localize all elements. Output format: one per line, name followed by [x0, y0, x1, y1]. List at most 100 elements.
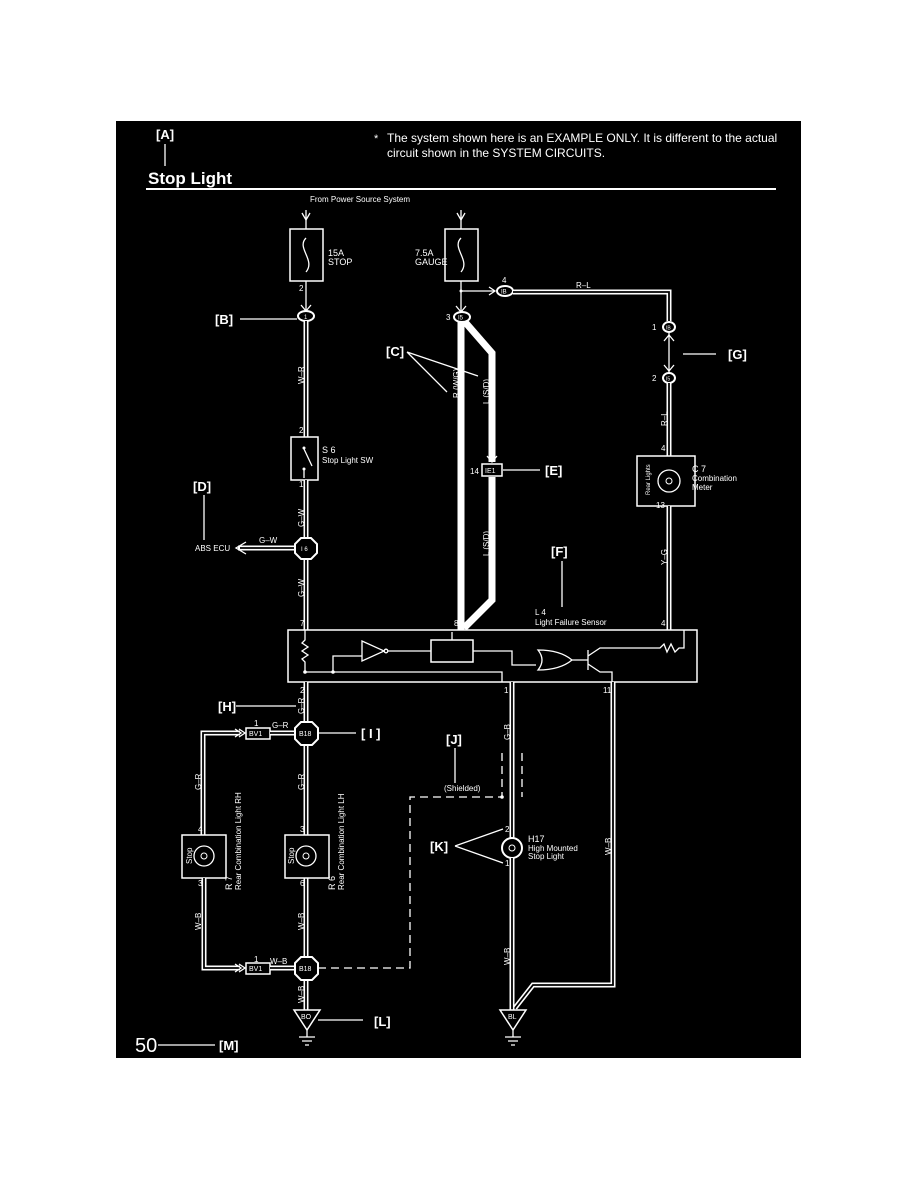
fuse-7-5a-name: GAUGE	[415, 257, 448, 267]
power-source-label: From Power Source System	[310, 195, 410, 204]
connector-g-bottom-id: I5	[666, 377, 670, 383]
wire-g-b: G–B	[503, 724, 512, 740]
wire-g-r-center: G–R	[297, 773, 306, 790]
connector-ib-pin: 4	[502, 276, 507, 285]
wire-g-r-bv1: G–R	[272, 721, 289, 730]
wire-g-w-2: G–W	[297, 578, 306, 597]
l4-pin-4: 4	[661, 619, 666, 628]
wire-g-r-h: G–R	[297, 697, 306, 714]
wire-g-w-1: G–W	[297, 508, 306, 527]
c7-name-2: Meter	[692, 483, 713, 492]
s6-name: Stop Light SW	[322, 456, 374, 465]
c7-name-1: Combination	[692, 474, 737, 483]
h17-name-1: High Mounted	[528, 844, 578, 853]
wire-w-b-h17: W–B	[503, 948, 512, 965]
r6-code: R 6	[327, 876, 337, 890]
bv1-top-pin: 1	[254, 719, 259, 728]
c7-code: C 7	[692, 464, 706, 474]
junction-b18-bottom-id: B18	[299, 966, 312, 973]
callout-e: [E]	[545, 463, 562, 478]
r7-pin-bottom: 3	[198, 879, 203, 888]
callout-m: [M]	[219, 1038, 239, 1053]
note-line-2: circuit shown in the SYSTEM CIRCUITS.	[387, 146, 605, 160]
ground-bl-id: BL	[508, 1014, 517, 1021]
page-title: Stop Light	[148, 169, 232, 188]
h17-code: H17	[528, 834, 545, 844]
wire-r-l-side: R–L	[660, 411, 669, 426]
wire-y-g: Y–G	[660, 549, 669, 565]
wire-w-r: W–R	[297, 366, 306, 384]
callout-l: [L]	[374, 1014, 391, 1029]
callout-c: [C]	[386, 344, 404, 359]
s6-code: S 6	[322, 445, 336, 455]
bv1-bottom-pin: 1	[254, 955, 259, 964]
fuse-7-5a-rating: 7.5A	[415, 248, 434, 258]
r6-inner: Stop	[287, 847, 296, 864]
wire-w-b-right: W–B	[604, 838, 613, 855]
wire-w-b-ground: W–B	[297, 986, 306, 1003]
l4-pin-8: 8	[454, 619, 459, 628]
wire-l-sd-2: L (S/D)	[482, 531, 491, 556]
wire-g-w-abs: G–W	[259, 536, 278, 545]
note-mark: *	[374, 133, 379, 145]
ground-bo-id: BO	[301, 1014, 312, 1021]
callout-g: [G]	[728, 347, 747, 362]
r6-pin-bottom: 6	[300, 879, 305, 888]
callout-j: [J]	[446, 732, 462, 747]
r7-code: R 7	[224, 876, 234, 890]
connector-g-top-id: IB	[666, 326, 671, 332]
s6-pin-bottom: 1	[299, 480, 304, 489]
wire-l-sd: L (S/D)	[482, 379, 491, 404]
l4-pin-11: 11	[603, 686, 612, 695]
connector-b-pin: 1	[304, 315, 308, 321]
bv1-bottom-id: BV1	[249, 966, 262, 973]
connector-g-top	[662, 321, 676, 333]
wire-w-b-center: W–B	[297, 913, 306, 930]
connector-ie1-id: IE1	[485, 468, 496, 475]
c7-inner-label: Rear Lights	[646, 464, 652, 495]
r7-name: Rear Combination Light RH	[234, 792, 243, 890]
abs-ecu-label: ABS ECU	[195, 544, 230, 553]
wire-r-l-top: R–L	[576, 281, 591, 290]
connector-g-top-pin: 1	[652, 323, 657, 332]
r7-pin-top: 4	[198, 825, 203, 834]
l4-name: Light Failure Sensor	[535, 618, 607, 627]
page-number: 50	[135, 1035, 157, 1057]
c7-pin-top: 4	[661, 444, 666, 453]
r6-pin-top: 3	[300, 825, 305, 834]
h17-name-2: Stop Light	[528, 852, 565, 861]
wire-w-b-left: W–B	[194, 913, 203, 930]
fuse-15a-name: STOP	[328, 257, 352, 267]
r7-inner: Stop	[185, 847, 194, 864]
junction-i6-id: I 6	[301, 547, 308, 553]
ground-bl	[498, 1009, 528, 1032]
connector-i5-pin: 3	[446, 313, 451, 322]
fuse-15a-rating: 15A	[328, 248, 344, 258]
callout-a: [A]	[156, 127, 174, 142]
connector-ib-id: IB	[501, 290, 507, 296]
callout-k: [K]	[430, 839, 448, 854]
c7-pin-bottom: 13	[656, 501, 665, 510]
l4-pin-1: 1	[504, 686, 509, 695]
callout-h: [H]	[218, 699, 236, 714]
rear-combination-light-lh	[284, 834, 330, 879]
junction-b18-top-id: B18	[299, 731, 312, 738]
h17-pin-bottom: 1	[505, 859, 510, 868]
callout-b: [B]	[215, 312, 233, 327]
connector-ie1-pin: 14	[470, 467, 479, 476]
l4-pin-7: 7	[300, 619, 305, 628]
bv1-top-id: BV1	[249, 731, 262, 738]
shielded-label: (Shielded)	[444, 784, 481, 793]
wire-w-b-bv1: W–B	[270, 957, 287, 966]
wire-g-r-left: G–R	[194, 773, 203, 790]
wire-r-wg: R (W/G)	[452, 368, 461, 398]
r6-name: Rear Combination Light LH	[337, 793, 346, 890]
fuse-15a-pin: 2	[299, 284, 304, 293]
h17-pin-top: 2	[505, 825, 510, 834]
junction-b18-bottom	[294, 956, 319, 981]
ground-bo	[292, 1009, 322, 1032]
note-line-1: The system shown here is an EXAMPLE ONLY…	[387, 131, 777, 145]
connector-i5-id: I5	[458, 316, 464, 322]
callout-f: [F]	[551, 544, 568, 559]
